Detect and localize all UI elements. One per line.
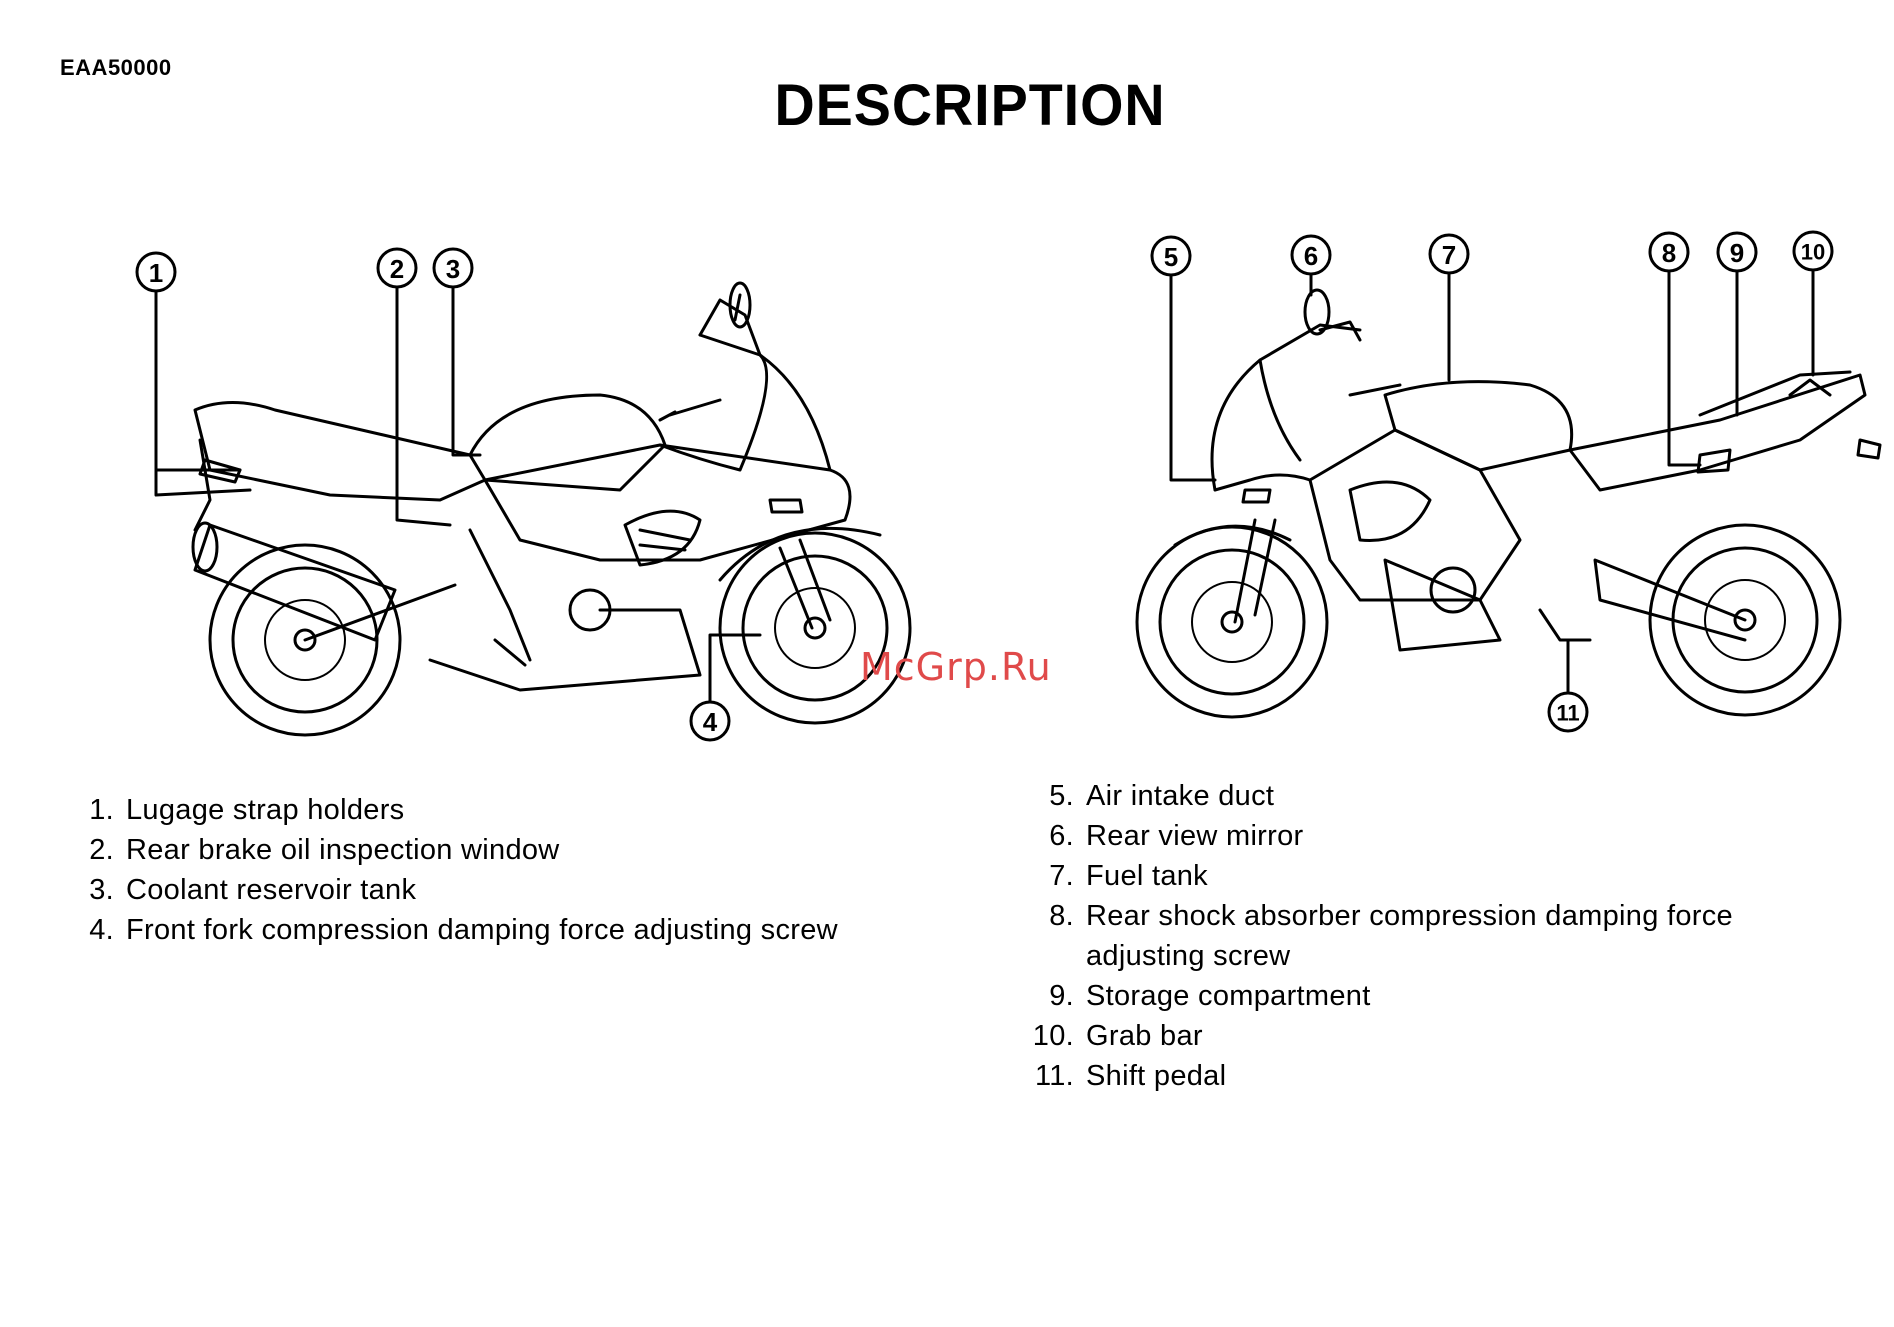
- left-motorcycle: [191, 281, 912, 737]
- callout-6-label: 6: [1304, 241, 1318, 271]
- legend-text: Lugage strap holders: [126, 794, 405, 826]
- legend-item-3: 3. Coolant reservoir tank: [70, 870, 890, 910]
- legend-text: Grab bar: [1086, 1020, 1203, 1052]
- callout-3-label: 3: [446, 254, 460, 284]
- legend-item-5: 5. Air intake duct: [1030, 776, 1860, 816]
- callout-9-label: 9: [1730, 238, 1744, 268]
- legend-item-2: 2. Rear brake oil inspection window: [70, 830, 890, 870]
- page-title: DESCRIPTION: [774, 73, 1166, 138]
- legend-number: 9.: [1049, 980, 1074, 1012]
- callout-10-label: 10: [1801, 240, 1825, 265]
- legend-text: Storage compartment: [1086, 980, 1371, 1012]
- legend-number: 4.: [89, 914, 114, 946]
- legend-number: 1.: [89, 794, 114, 826]
- legend-text: Rear view mirror: [1086, 820, 1304, 852]
- legend-number: 2.: [89, 834, 114, 866]
- legend-text: Shift pedal: [1086, 1060, 1227, 1092]
- legend-item-10: 10. Grab bar: [1030, 1016, 1860, 1056]
- legend-text: Coolant reservoir tank: [126, 874, 417, 906]
- document-code: EAA50000: [60, 55, 172, 80]
- legend-number: 11.: [1034, 1060, 1074, 1092]
- legend-right: 5. Air intake duct 6. Rear view mirror 7…: [1030, 776, 1860, 1096]
- callout-1-label: 1: [149, 258, 163, 288]
- legend-item-11: 11. Shift pedal: [1030, 1056, 1860, 1096]
- callout-7-label: 7: [1442, 240, 1456, 270]
- legend-text: Air intake duct: [1086, 780, 1275, 812]
- legend-number: 10.: [1032, 1020, 1074, 1052]
- legend-number: 3.: [89, 874, 114, 906]
- legend-item-9: 9. Storage compartment: [1030, 976, 1860, 1016]
- callout-4-label: 4: [703, 707, 718, 737]
- legend-text: Rear shock absorber compression damping …: [1086, 900, 1733, 972]
- legend-item-1: 1. Lugage strap holders: [70, 790, 890, 830]
- legend-text: Front fork compression damping force adj…: [126, 914, 838, 946]
- callout-8-label: 8: [1662, 238, 1676, 268]
- callout-5-label: 5: [1164, 242, 1178, 272]
- right-motorcycle: [1135, 288, 1882, 719]
- callout-11-label: 11: [1556, 701, 1579, 726]
- legend-number: 7.: [1049, 860, 1074, 892]
- legend-number: 5.: [1049, 780, 1074, 812]
- callout-2-label: 2: [390, 254, 404, 284]
- legend-item-8: 8. Rear shock absorber compression dampi…: [1030, 896, 1860, 976]
- legend-text: Fuel tank: [1086, 860, 1208, 892]
- left-callouts: [135, 247, 762, 742]
- watermark: McGrp.Ru: [860, 645, 1052, 689]
- legend-number: 8.: [1049, 900, 1074, 932]
- legend-item-7: 7. Fuel tank: [1030, 856, 1860, 896]
- legend-left: 1. Lugage strap holders 2. Rear brake oi…: [70, 790, 890, 950]
- legend-text: Rear brake oil inspection window: [126, 834, 560, 866]
- legend-item-4: 4. Front fork compression damping force …: [70, 910, 890, 950]
- legend-item-6: 6. Rear view mirror: [1030, 816, 1860, 856]
- right-callouts: [1150, 230, 1834, 733]
- legend-number: 6.: [1049, 820, 1074, 852]
